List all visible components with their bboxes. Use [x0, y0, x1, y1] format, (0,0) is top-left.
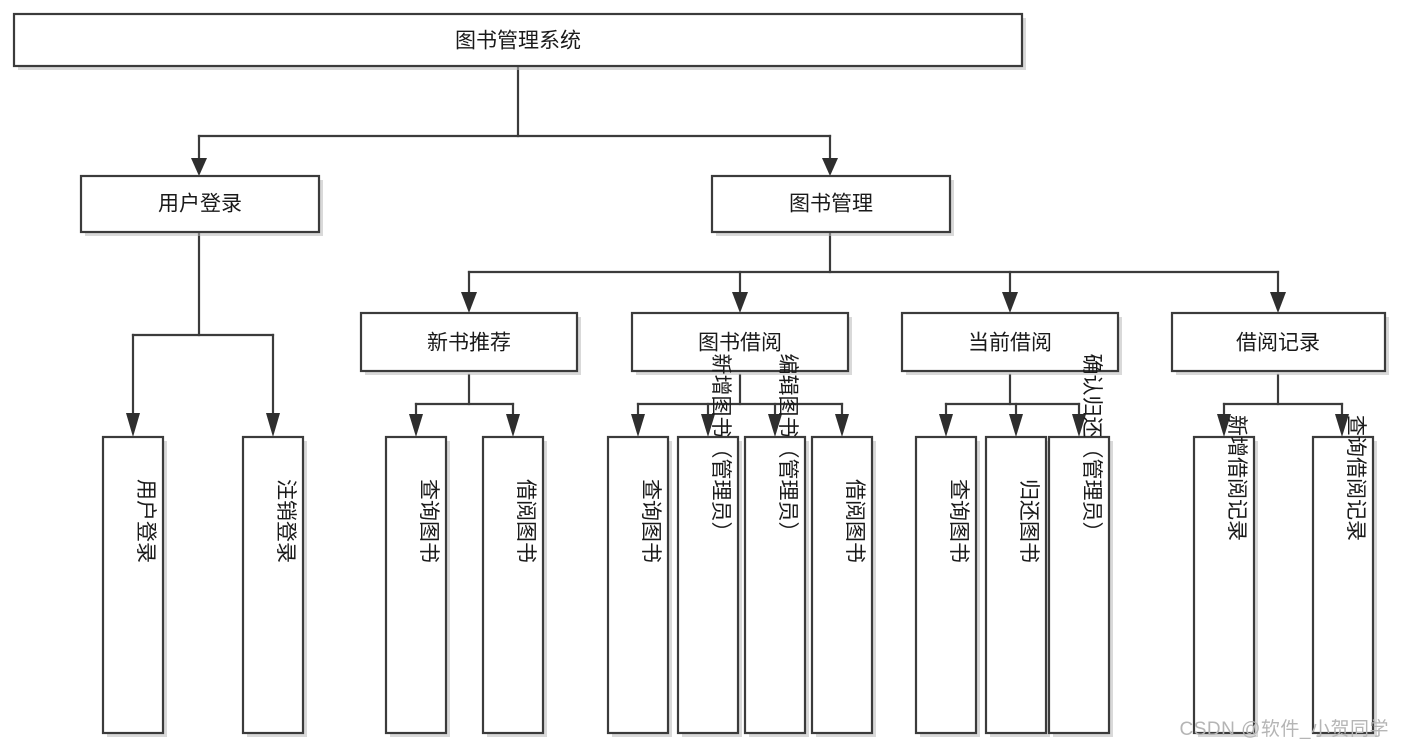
- leaf-user-login-login-label: 用户登录: [134, 479, 157, 563]
- node-borrow-record[interactable]: 借阅记录: [1170, 311, 1389, 375]
- arrowhead-book-mgmt: [822, 158, 838, 176]
- leaf-borrowrecord-add[interactable]: 新增借阅记录: [1192, 415, 1258, 737]
- arrowhead-newbook-leaf1: [409, 414, 423, 437]
- arrowhead-borrowrecord-leaf2: [1335, 414, 1349, 437]
- node-book-borrow-label: 图书借阅: [698, 332, 782, 355]
- node-root-box[interactable]: [12, 12, 1024, 68]
- arrowhead-bookborrow-leaf2: [701, 414, 715, 437]
- node-book-borrow[interactable]: 图书借阅: [630, 311, 852, 375]
- leaf-bookborrow-add-box[interactable]: [676, 435, 740, 735]
- leaf-newbook-borrow[interactable]: 借阅图书: [481, 435, 547, 737]
- leaf-currentborrow-query[interactable]: 查询图书: [914, 435, 980, 737]
- node-borrow-record-box[interactable]: [1170, 311, 1387, 373]
- arrowhead-userlogin-leaf2: [266, 413, 280, 437]
- leaf-currentborrow-confirm-label: 确认归还（管理员）: [1080, 354, 1103, 543]
- leaf-currentborrow-confirm[interactable]: 确认归还（管理员）: [1047, 354, 1113, 738]
- leaf-user-login-login[interactable]: 用户登录: [101, 435, 167, 737]
- leaf-newbook-query-box[interactable]: [384, 435, 448, 735]
- node-user-login-box[interactable]: [79, 174, 321, 234]
- node-new-book-recommend[interactable]: 新书推荐: [359, 311, 581, 375]
- leaf-bookborrow-borrow-box[interactable]: [810, 435, 874, 735]
- leaf-bookborrow-query[interactable]: 查询图书: [606, 435, 672, 737]
- leaf-newbook-borrow-label: 借阅图书: [514, 479, 537, 563]
- leaf-currentborrow-return-label: 归还图书: [1017, 479, 1040, 563]
- leaf-bookborrow-query-label: 查询图书: [639, 479, 662, 563]
- arrowhead-borrowrecord: [1270, 292, 1286, 313]
- arrowhead-currentborrow: [1002, 292, 1018, 313]
- leaf-borrowrecord-query[interactable]: 查询借阅记录: [1311, 415, 1377, 737]
- leaf-bookborrow-query-box[interactable]: [606, 435, 670, 735]
- arrowhead-user-login: [191, 158, 207, 176]
- node-current-borrow-label: 当前借阅: [968, 332, 1052, 355]
- node-book-management-box[interactable]: [710, 174, 952, 234]
- leaf-bookborrow-borrow-label: 借阅图书: [843, 479, 866, 563]
- connector-layer: [126, 64, 1349, 437]
- leaf-newbook-query-label: 查询图书: [417, 479, 440, 563]
- leaf-user-login-login-box[interactable]: [101, 435, 165, 735]
- leaf-bookborrow-borrow[interactable]: 借阅图书: [810, 435, 876, 737]
- leaf-currentborrow-query-box[interactable]: [914, 435, 978, 735]
- node-book-borrow-box[interactable]: [630, 311, 850, 373]
- node-user-login-label: 用户登录: [158, 193, 242, 216]
- leaf-user-login-logout[interactable]: 注销登录: [241, 435, 307, 737]
- arrowhead-bookborrow: [732, 292, 748, 313]
- arrowhead-bookborrow-leaf1: [631, 414, 645, 437]
- leaf-newbook-query[interactable]: 查询图书: [384, 435, 450, 737]
- node-root[interactable]: 图书管理系统: [12, 12, 1026, 70]
- leaf-bookborrow-add[interactable]: 新增图书（管理员）: [676, 354, 742, 738]
- leaf-currentborrow-return[interactable]: 归还图书: [984, 435, 1050, 737]
- leaf-user-login-logout-label: 注销登录: [274, 479, 297, 563]
- leaf-currentborrow-return-box[interactable]: [984, 435, 1048, 735]
- arrowhead-bookborrow-leaf3: [768, 414, 782, 437]
- arrowhead-borrowrecord-leaf1: [1217, 414, 1231, 437]
- node-user-login[interactable]: 用户登录: [79, 174, 323, 236]
- leaf-bookborrow-edit[interactable]: 编辑图书（管理员）: [743, 354, 809, 738]
- leaf-currentborrow-confirm-box[interactable]: [1047, 435, 1111, 735]
- arrowhead-currentborrow-leaf1: [939, 414, 953, 437]
- arrowhead-currentborrow-leaf2: [1009, 414, 1023, 437]
- leaf-user-login-logout-box[interactable]: [241, 435, 305, 735]
- watermark: CSDN @软件_小贺同学: [1179, 719, 1389, 740]
- node-current-borrow-box[interactable]: [900, 311, 1120, 373]
- node-current-borrow[interactable]: 当前借阅: [900, 311, 1122, 375]
- leaf-borrowrecord-query-box[interactable]: [1311, 435, 1375, 735]
- leaf-borrowrecord-query-label: 查询借阅记录: [1344, 415, 1367, 541]
- node-root-label: 图书管理系统: [455, 30, 581, 53]
- node-new-book-recommend-box[interactable]: [359, 311, 579, 373]
- leaf-newbook-borrow-box[interactable]: [481, 435, 545, 735]
- leaf-borrowrecord-add-box[interactable]: [1192, 435, 1256, 735]
- arrowhead-newbook: [461, 292, 477, 313]
- leaf-bookborrow-add-label: 新增图书（管理员）: [709, 354, 732, 543]
- arrowhead-userlogin-leaf1: [126, 413, 140, 437]
- leaf-currentborrow-query-label: 查询图书: [947, 479, 970, 563]
- node-new-book-recommend-label: 新书推荐: [427, 332, 511, 355]
- arrowhead-newbook-leaf2: [506, 414, 520, 437]
- node-book-management[interactable]: 图书管理: [710, 174, 954, 236]
- node-borrow-record-label: 借阅记录: [1236, 332, 1320, 355]
- node-book-management-label: 图书管理: [789, 193, 873, 216]
- leaf-bookborrow-edit-box[interactable]: [743, 435, 807, 735]
- arrowhead-bookborrow-leaf4: [835, 414, 849, 437]
- arrowhead-currentborrow-leaf3: [1072, 414, 1086, 437]
- leaf-bookborrow-edit-label: 编辑图书（管理员）: [776, 354, 799, 543]
- leaf-borrowrecord-add-label: 新增借阅记录: [1225, 415, 1248, 541]
